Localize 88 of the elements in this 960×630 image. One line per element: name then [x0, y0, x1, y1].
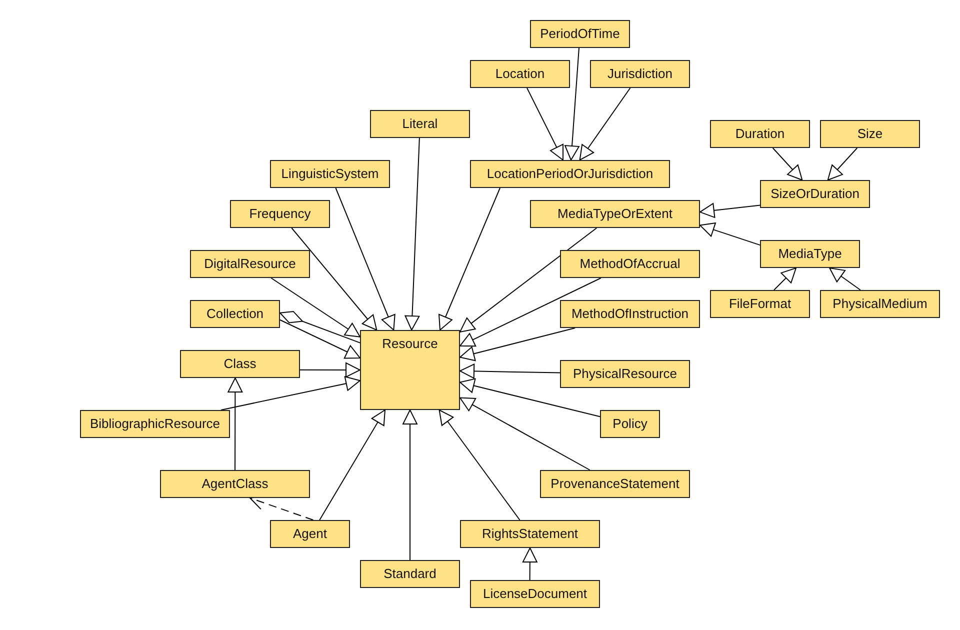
class-box	[370, 110, 470, 138]
class-box	[540, 470, 690, 498]
class-name: MethodOfInstruction	[570, 305, 690, 323]
class-box	[160, 470, 310, 498]
class-name: Standard	[382, 565, 438, 583]
class-name: MediaType	[777, 245, 843, 263]
generalization-arrow	[579, 88, 631, 160]
class-name: Duration	[734, 125, 786, 143]
generalization-arrow	[280, 319, 360, 359]
class-box	[470, 60, 570, 88]
generalization-arrow	[460, 397, 590, 470]
class-box	[560, 300, 700, 328]
class-name: PhysicalMedium	[832, 295, 928, 313]
class-name: PeriodOfTime	[539, 25, 621, 43]
generalization-arrow	[522, 548, 538, 580]
class-box	[80, 410, 230, 438]
class-box	[360, 330, 460, 410]
class-name: Literal	[401, 115, 439, 133]
class-name: LicenseDocument	[482, 585, 588, 603]
class-name: RightsStatement	[480, 525, 580, 543]
class-name: ProvenanceStatement	[550, 475, 680, 493]
class-box	[190, 300, 280, 328]
generalization-arrow	[319, 410, 386, 520]
class-name: Frequency	[248, 205, 312, 223]
class-box	[710, 290, 810, 318]
class-box	[360, 560, 460, 588]
generalization-arrow	[460, 228, 598, 332]
generalization-arrow	[827, 148, 858, 180]
class-box	[710, 120, 810, 148]
generalization-arrow	[526, 88, 564, 160]
class-name: Location	[494, 65, 546, 83]
class-name: LinguisticSystem	[280, 165, 380, 183]
class-box	[820, 290, 940, 318]
generalization-arrow	[291, 228, 378, 330]
class-name: SizeOrDuration	[770, 185, 860, 203]
generalization-arrow	[700, 203, 760, 218]
class-name: PhysicalResource	[572, 365, 678, 383]
class-box	[600, 410, 660, 438]
class-box	[270, 520, 350, 548]
generalization-arrow	[228, 378, 243, 470]
class-name: Resource	[381, 335, 439, 353]
generalization-arrow	[335, 188, 396, 330]
class-box	[820, 120, 920, 148]
class-box	[590, 60, 690, 88]
class-name: FileFormat	[728, 295, 792, 313]
generalization-arrow	[438, 188, 500, 330]
generalization-arrow	[829, 268, 861, 290]
class-name: MediaTypeOrExtent	[556, 205, 674, 223]
generalization-arrow	[438, 410, 520, 520]
generalization-arrow	[460, 278, 602, 347]
generalization-arrow	[460, 364, 560, 379]
class-name: Policy	[612, 415, 648, 433]
class-name: LocationPeriodOrJurisdiction	[486, 165, 654, 183]
class-box	[270, 160, 390, 188]
class-box	[560, 250, 700, 278]
class-box	[190, 250, 310, 278]
class-box	[530, 200, 700, 228]
dashed-arrow	[250, 496, 314, 520]
class-name: BibliographicResource	[88, 415, 222, 433]
class-name: Size	[856, 125, 884, 143]
class-name: Class	[222, 355, 258, 373]
class-box	[760, 180, 870, 208]
class-box	[180, 350, 300, 378]
class-name: MethodOfAccrual	[578, 255, 682, 273]
generalization-arrow	[700, 222, 760, 246]
class-box	[560, 360, 690, 388]
class-name: DigitalResource	[203, 255, 297, 273]
aggregation-line	[280, 310, 360, 344]
generalization-arrow	[460, 328, 576, 362]
generalization-arrow	[564, 48, 580, 160]
class-box	[530, 20, 630, 48]
class-box	[230, 200, 330, 228]
generalization-arrow	[270, 278, 360, 338]
generalization-arrow	[404, 138, 420, 330]
class-box	[460, 520, 600, 548]
class-name: Collection	[205, 305, 265, 323]
generalization-arrow	[460, 378, 600, 418]
generalization-arrow	[300, 362, 360, 378]
generalization-arrow	[774, 268, 796, 290]
class-name: AgentClass	[200, 475, 270, 493]
class-name: Agent	[292, 525, 328, 543]
generalization-arrow	[402, 410, 418, 560]
class-box	[470, 160, 670, 188]
class-box	[470, 580, 600, 608]
generalization-arrow	[220, 376, 360, 410]
class-box	[760, 240, 860, 268]
generalization-arrow	[772, 148, 803, 180]
class-name: Jurisdiction	[606, 65, 674, 83]
